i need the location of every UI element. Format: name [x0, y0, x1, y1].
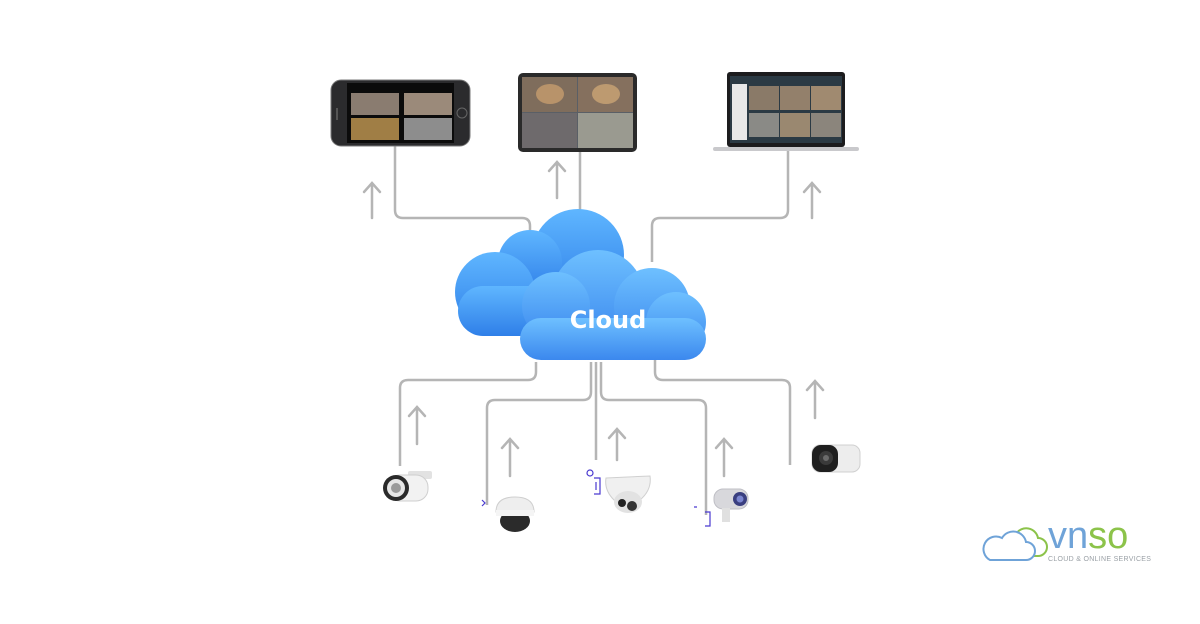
arrow-up-icon	[805, 379, 825, 420]
box-camera-icon	[694, 488, 749, 527]
arrow-up-icon	[547, 160, 567, 200]
arrow-up-icon	[500, 437, 520, 478]
logo-wordmark: vnso	[1048, 515, 1128, 557]
laptop-icon	[713, 72, 859, 151]
arrow-up-icon	[407, 405, 427, 446]
bullet-camera-icon	[383, 471, 432, 502]
turret-camera-icon	[586, 469, 651, 513]
arrow-up-icon	[802, 181, 822, 220]
data-flow-arrows	[362, 160, 825, 478]
smartphone-icon	[330, 79, 471, 147]
logo-cloud-icon	[982, 527, 1048, 561]
mini-bullet-camera-icon	[811, 444, 861, 473]
arrow-up-icon	[362, 181, 382, 220]
arrow-up-icon	[714, 437, 734, 478]
arrow-up-icon	[607, 427, 627, 462]
dome-camera-icon	[481, 496, 535, 532]
connector-lines	[393, 146, 792, 515]
vnso-logo: vnso CLOUD & ONLINE SERVICES	[982, 515, 1151, 563]
tablet-icon	[518, 73, 637, 152]
logo-tagline: CLOUD & ONLINE SERVICES	[1048, 556, 1151, 563]
cloud-node: Cloud	[455, 209, 706, 360]
cloud-label: Cloud	[570, 306, 647, 334]
